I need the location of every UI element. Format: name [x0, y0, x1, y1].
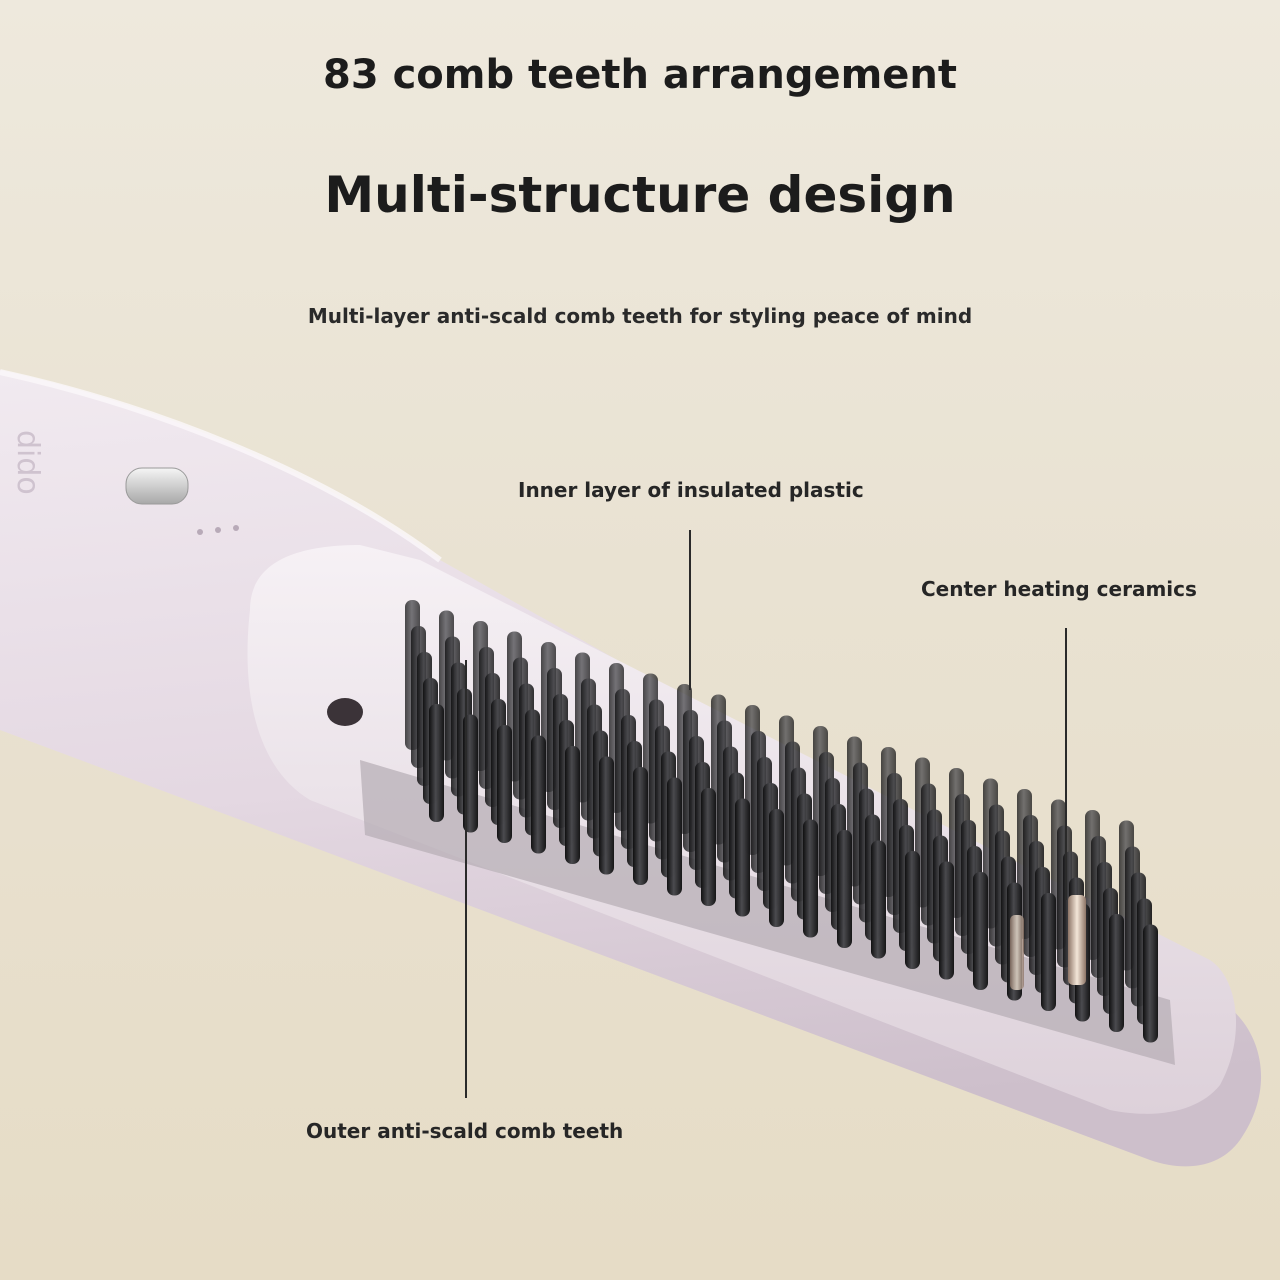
comb-tooth	[667, 777, 682, 896]
headline-teeth-count: 83 comb teeth arrangement	[322, 52, 957, 98]
comb-tooth	[497, 725, 512, 843]
side-knob	[327, 698, 363, 726]
callout-inner-layer: Inner layer of insulated plastic	[518, 478, 864, 502]
comb-tooth	[1109, 914, 1124, 1032]
comb-tooth	[871, 840, 886, 959]
comb-tooth	[769, 809, 784, 927]
comb-tooth	[531, 735, 546, 854]
callout-center-ceramics: Center heating ceramics	[921, 577, 1197, 601]
indicator-lights	[197, 525, 239, 535]
comb-tooth	[599, 756, 614, 875]
subtitle: Multi-layer anti-scald comb teeth for st…	[307, 304, 973, 328]
heating-ceramic	[1068, 895, 1086, 985]
comb-tooth	[837, 830, 852, 948]
comb-tooth	[701, 788, 716, 906]
comb-tooth	[939, 861, 954, 980]
comb-tooth	[1041, 893, 1056, 1011]
brand-logo: dido	[10, 430, 45, 495]
comb-tooth	[429, 704, 444, 822]
comb-tooth	[735, 798, 750, 917]
comb-tooth	[973, 872, 988, 990]
comb-tooth	[803, 819, 818, 938]
comb-tooth	[905, 851, 920, 969]
comb-tooth	[1143, 924, 1158, 1043]
comb-teeth	[405, 600, 1158, 1043]
callout-outer-teeth: Outer anti-scald comb teeth	[306, 1119, 624, 1143]
comb-tooth	[633, 767, 648, 885]
comb-tooth	[565, 746, 580, 864]
headline-design: Multi-structure design	[324, 166, 956, 224]
power-button	[125, 467, 189, 505]
